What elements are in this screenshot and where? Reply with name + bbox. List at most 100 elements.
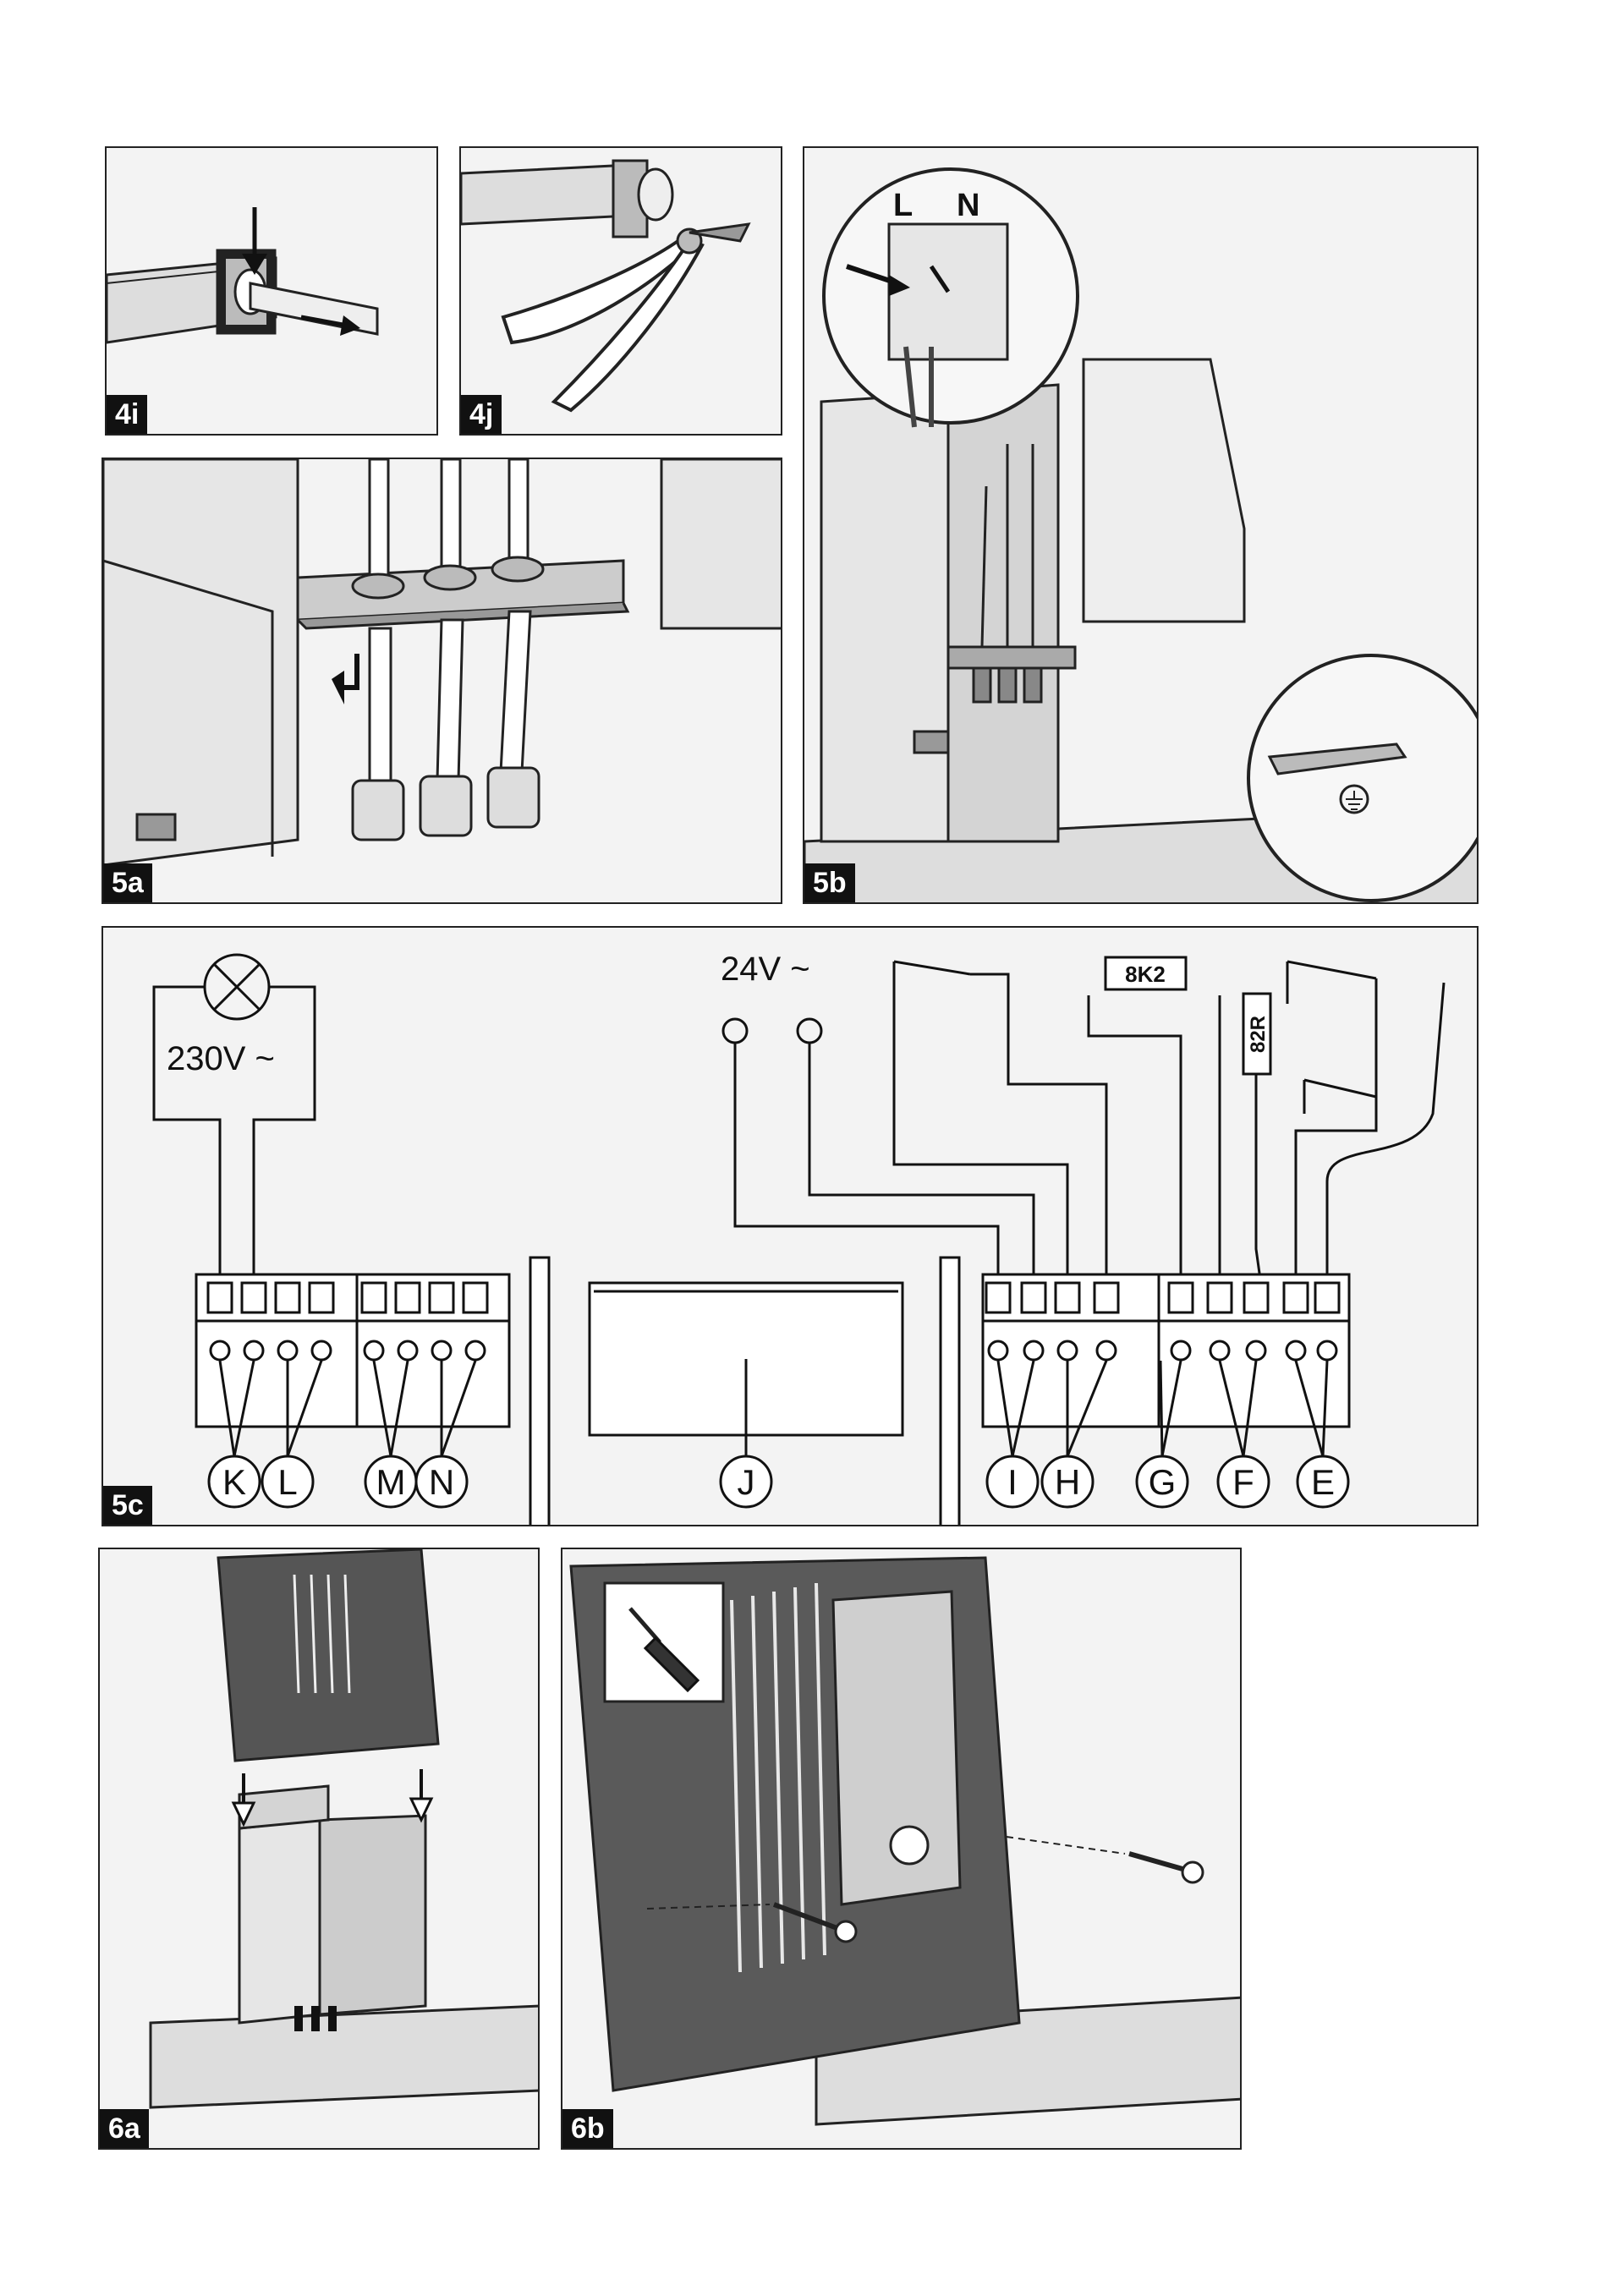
terminal-letter-E: E (1311, 1462, 1335, 1502)
terminal-letter-G: G (1149, 1462, 1177, 1502)
terminal-screw (397, 1340, 419, 1362)
terminal-circle (1216, 1455, 1270, 1509)
terminal-screw (1095, 1340, 1117, 1362)
terminal-lead (996, 1360, 1014, 1457)
terminal-circle (985, 1455, 1040, 1509)
terminal-slot (1282, 1281, 1309, 1314)
terminal-circle (1040, 1455, 1095, 1509)
terminal-screw (1285, 1340, 1307, 1362)
terminal-slot (308, 1281, 335, 1314)
terminal-letter-neutral: N (957, 188, 979, 223)
terminal-lead (1160, 1360, 1182, 1457)
resistor-82r-label: 82R (1247, 1016, 1270, 1053)
terminal-screw (209, 1340, 231, 1362)
terminal-lead (389, 1360, 409, 1457)
screw-icon (772, 1902, 858, 1943)
terminal-slot (240, 1281, 267, 1314)
terminal-circle (414, 1455, 469, 1509)
panel-label-5c: 5c (103, 1486, 152, 1525)
terminal-slot (360, 1281, 387, 1314)
illustration-6b (569, 1556, 1240, 2126)
cover (217, 1549, 440, 1762)
screw-icon (1128, 1851, 1204, 1884)
panel-label-5b: 5b (804, 863, 855, 902)
terminal-letter-J: J (738, 1462, 755, 1502)
terminal-circle (1296, 1455, 1350, 1509)
panel-label-6a: 6a (100, 2109, 149, 2148)
terminal-screw (363, 1340, 385, 1362)
panel-5b: L N 5b (803, 146, 1479, 904)
screwdriver-box (603, 1581, 725, 1703)
terminal-slot (1054, 1281, 1081, 1314)
panel-4i: 4i (105, 146, 438, 436)
terminal-slot (985, 1281, 1012, 1314)
terminal-screw (1245, 1340, 1267, 1362)
terminal-letter-M: M (376, 1462, 406, 1502)
terminal-lead (1218, 1360, 1245, 1457)
terminal-screw (1316, 1340, 1338, 1362)
terminal-screw (277, 1340, 299, 1362)
panel-label-4i: 4i (107, 395, 148, 434)
lamp-voltage: 230V ~ (167, 1040, 275, 1077)
terminal-slot (1093, 1281, 1120, 1314)
terminal-lead (218, 1360, 236, 1457)
terminal-screw (310, 1340, 332, 1362)
terminal-slot (394, 1281, 421, 1314)
detail-circle-earth (1247, 654, 1477, 902)
panel-label-4j: 4j (461, 395, 502, 434)
terminal-circle (261, 1455, 315, 1509)
terminal-lead (1011, 1360, 1035, 1457)
terminal-circle (207, 1455, 261, 1509)
terminal-slot (1243, 1281, 1270, 1314)
panel-6a: 6a (98, 1548, 540, 2150)
terminal-lead (372, 1360, 392, 1457)
illustration-4i (107, 207, 379, 344)
terminal-slot (206, 1281, 233, 1314)
terminal-screw (464, 1340, 486, 1362)
screwdriver-icon (628, 1607, 700, 1693)
terminal-slot (1314, 1281, 1341, 1314)
terminal-lead (1066, 1360, 1108, 1457)
terminal-lead (1294, 1360, 1325, 1457)
terminal-letter-K: K (222, 1462, 246, 1502)
illustration-6a (149, 1549, 538, 2109)
terminal-lead (440, 1360, 477, 1457)
terminal-screw (1170, 1340, 1192, 1362)
terminal-lead (286, 1360, 323, 1457)
terminal-lead (1159, 1360, 1164, 1457)
terminal-screw (1056, 1340, 1078, 1362)
terminal-circle (719, 1455, 773, 1509)
terminal-screw (431, 1340, 453, 1362)
terminal-screw (987, 1340, 1009, 1362)
terminal-letter-I: I (1007, 1462, 1018, 1502)
terminal-slot (1167, 1281, 1194, 1314)
illustration-5b: L N (804, 167, 1477, 902)
panel-4j: 4j (459, 146, 782, 436)
panel-label-6b: 6b (562, 2109, 613, 2148)
terminal-screw (1209, 1340, 1231, 1362)
resistor-8k2 (1104, 956, 1188, 991)
terminal-slot (428, 1281, 455, 1314)
terminal-letter-H: H (1055, 1462, 1080, 1502)
illustration-4j (461, 159, 751, 413)
terminal-circle (1135, 1455, 1189, 1509)
terminal-screw (243, 1340, 265, 1362)
aux-voltage: 24V ~ (721, 951, 810, 988)
terminal-slot (274, 1281, 301, 1314)
terminal-slot (1020, 1281, 1047, 1314)
terminal-screw (1023, 1340, 1045, 1362)
illustration-5a (103, 459, 781, 867)
earth-symbol-icon (1339, 784, 1369, 814)
terminal-lead (1321, 1360, 1329, 1457)
terminal-lead (1242, 1360, 1258, 1457)
panel-label-5a: 5a (103, 863, 152, 902)
resistor-82r (1242, 992, 1272, 1076)
resistor-8k2-label: 8K2 (1125, 962, 1166, 987)
terminal-lead (233, 1360, 255, 1457)
terminal-slot (1206, 1281, 1233, 1314)
panel-6b: 6b (561, 1548, 1242, 2150)
terminal-letter-live: L (893, 188, 913, 223)
terminal-letter-L: L (277, 1462, 297, 1502)
